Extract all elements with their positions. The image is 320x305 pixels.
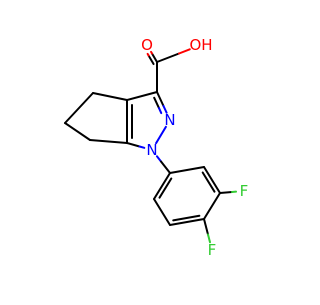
- bond-c1-c2: [65, 93, 93, 123]
- bond-a4-f4-a: [204, 219, 208, 235]
- bond-c1-c3a: [93, 93, 127, 100]
- hydroxyl-label: OH: [189, 36, 212, 54]
- nitrogen-label-n2: N: [164, 111, 175, 129]
- bond-a1-a2: [170, 167, 204, 173]
- bond-c2-c3: [65, 123, 90, 140]
- nitrogen-label-n1: N: [146, 141, 157, 159]
- bond-c6a-n1-a: [127, 143, 140, 147]
- bond-a5-a6: [154, 199, 170, 225]
- oxygen-label-carbonyl: O: [141, 36, 153, 54]
- bond-a3-a4: [204, 193, 220, 219]
- bond-c3p-n2-inner-b: [159, 108, 161, 113]
- structure-diagram: O OH NN F F: [0, 0, 300, 300]
- bond-c3a-c3p: [127, 92, 157, 100]
- bond-n1-a1-b: [161, 162, 170, 174]
- bond-cc-oh-b: [179, 49, 190, 53]
- bond-cc-oh-a: [157, 54, 179, 63]
- bond-a3-f3-a: [220, 192, 232, 193]
- fluorine-label-4: F: [208, 241, 217, 259]
- bond-c6a-n1-b: [140, 147, 145, 148]
- bond-c3p-n2-inner-a: [154, 98, 159, 108]
- bond-c3-c6a: [90, 140, 127, 143]
- bond-cc-o1-inner-b: [148, 54, 149, 56]
- fluorine-label-3: F: [240, 182, 249, 200]
